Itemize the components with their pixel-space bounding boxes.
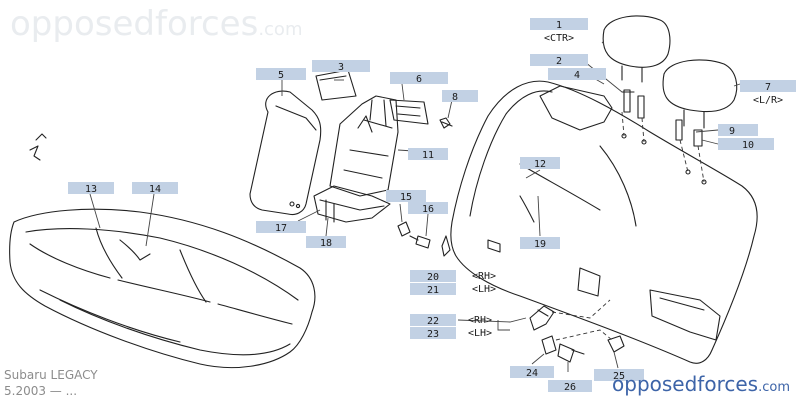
- svg-text:<RH>: <RH>: [468, 315, 492, 326]
- svg-text:16: 16: [422, 204, 434, 215]
- svg-text:11: 11: [422, 150, 434, 161]
- svg-text:<CTR>: <CTR>: [544, 33, 574, 44]
- svg-text:4: 4: [574, 70, 580, 81]
- screw-part: [439, 117, 453, 129]
- svg-text:<LH>: <LH>: [472, 284, 496, 295]
- footer-date: 5.2003 — ...: [4, 384, 78, 398]
- callout-26: 26: [548, 380, 592, 393]
- svg-text:<RH>: <RH>: [472, 271, 496, 282]
- callout-5: 5: [256, 68, 306, 81]
- svg-text:9: 9: [729, 126, 735, 137]
- callout-10: 10: [718, 138, 774, 151]
- seat-back-part: [450, 80, 758, 364]
- headrest-side-part: [662, 59, 738, 129]
- svg-text:5: 5: [278, 70, 284, 81]
- bolt-part: [541, 335, 625, 363]
- svg-text:8: 8: [452, 92, 458, 103]
- callout-18: 18: [306, 236, 346, 249]
- svg-text:14: 14: [149, 184, 161, 195]
- callout-12: 12: [520, 157, 560, 170]
- callout-labels: 1<CTR> 2 3 4 5 6 7<L/R> 8 9 10 11 12 13 …: [68, 18, 796, 393]
- brand-logo: opposedforces.com: [612, 372, 790, 396]
- callout-6: 6: [390, 72, 448, 85]
- svg-text:12: 12: [534, 159, 546, 170]
- svg-text:24: 24: [526, 368, 538, 379]
- callout-20: 20 <RH>: [410, 270, 496, 283]
- svg-text:17: 17: [275, 223, 287, 234]
- footer-model: Subaru LEGACY: [4, 368, 98, 382]
- callout-3: 3: [312, 60, 370, 73]
- callout-22: 22 <RH>: [410, 314, 492, 327]
- callout-15: 15: [386, 190, 426, 203]
- svg-text:25: 25: [613, 371, 625, 382]
- callout-19: 19: [520, 237, 560, 250]
- clip-assembly-part: [397, 221, 451, 257]
- callout-14: 14: [132, 182, 178, 195]
- seat-cushion-part: [9, 208, 316, 369]
- svg-text:<L/R>: <L/R>: [753, 95, 783, 106]
- svg-text:2: 2: [556, 56, 562, 67]
- svg-text:22: 22: [427, 316, 439, 327]
- callout-9: 9: [718, 124, 758, 137]
- svg-text:10: 10: [742, 140, 754, 151]
- svg-text:1: 1: [556, 20, 562, 31]
- svg-text:<LH>: <LH>: [468, 328, 492, 339]
- callout-17: 17: [256, 221, 306, 234]
- svg-text:23: 23: [427, 329, 439, 340]
- armrest-frame-part: [329, 95, 399, 197]
- callout-7: 7 <L/R>: [740, 80, 796, 106]
- watermark: opposedforces.com: [10, 4, 303, 44]
- svg-text:7: 7: [765, 82, 771, 93]
- callout-11: 11: [408, 148, 448, 161]
- armrest-part: [249, 90, 322, 216]
- pad-part: [315, 69, 357, 101]
- callout-24: 24: [510, 366, 554, 379]
- latch-part: [529, 305, 555, 331]
- svg-text:13: 13: [85, 184, 97, 195]
- dashed-guides: [551, 111, 705, 341]
- callout-2: 2: [530, 54, 588, 67]
- callout-23: 23 <LH>: [410, 327, 492, 340]
- callout-21: 21 <LH>: [410, 283, 496, 296]
- callout-8: 8: [442, 90, 478, 103]
- callout-13: 13: [68, 182, 114, 195]
- svg-text:3: 3: [338, 62, 344, 73]
- svg-text:18: 18: [320, 238, 332, 249]
- svg-text:15: 15: [400, 192, 412, 203]
- svg-text:19: 19: [534, 239, 546, 250]
- bracket-part: [313, 185, 391, 223]
- headrest-guide-part: [621, 89, 707, 185]
- callout-16: 16: [408, 202, 448, 215]
- svg-text:20: 20: [427, 272, 439, 283]
- callout-4: 4: [548, 68, 606, 81]
- callout-25: 25: [594, 369, 644, 382]
- svg-text:6: 6: [416, 74, 422, 85]
- callout-1: 1 <CTR>: [530, 18, 588, 44]
- svg-text:21: 21: [427, 285, 439, 296]
- svg-text:26: 26: [564, 382, 576, 393]
- headrest-center-part: [602, 15, 671, 83]
- clip-part: [29, 133, 47, 161]
- hinge-part: [389, 99, 429, 125]
